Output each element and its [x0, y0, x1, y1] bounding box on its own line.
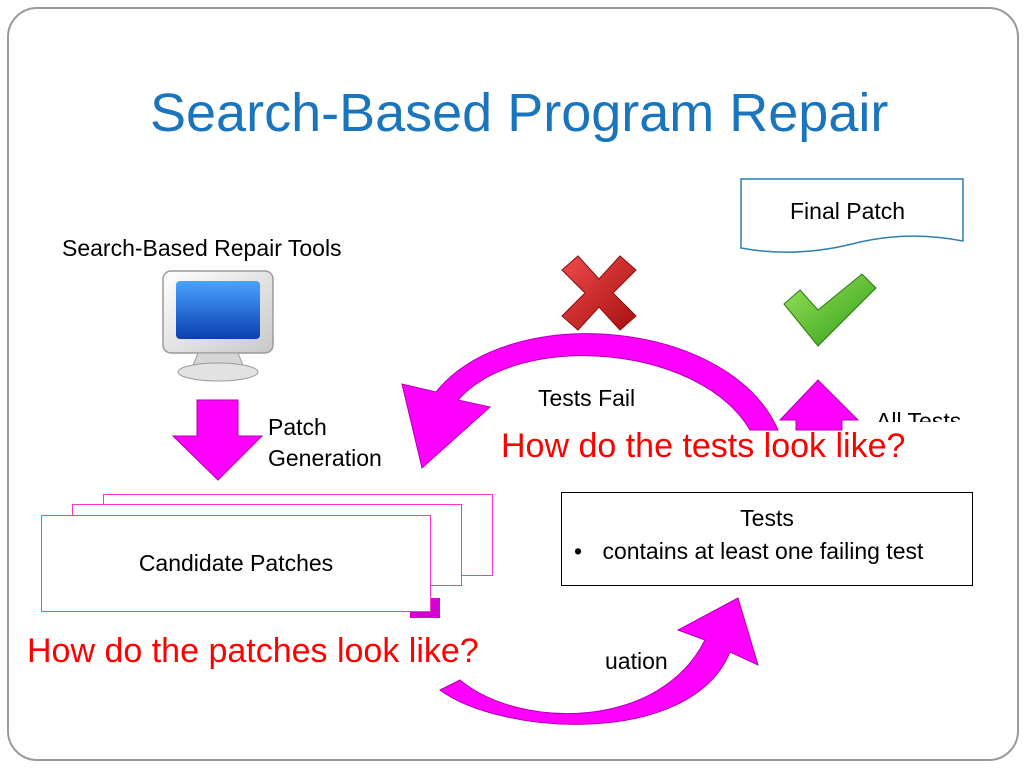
tests-box-header: Tests	[740, 505, 794, 531]
patch-generation-arrow	[171, 399, 264, 481]
monitor-icon	[162, 270, 274, 382]
candidate-patches-label: Candidate Patches	[138, 550, 334, 576]
final-patch-shape	[740, 178, 964, 253]
evaluation-arrow	[439, 597, 759, 725]
bullet: •	[574, 538, 583, 564]
tests-question: How do the tests look like?	[501, 427, 906, 465]
all-tests-arrow	[778, 379, 860, 431]
all-tests-clip: All Tests	[876, 408, 966, 422]
tests-fail-arrow	[401, 333, 779, 469]
tests-box-item: • contains at least one failing test	[562, 538, 972, 565]
evaluation-label: uation	[605, 648, 668, 674]
cross-icon	[561, 255, 637, 331]
patches-question: How do the patches look like?	[27, 632, 479, 670]
all-tests-label: All Tests	[876, 408, 962, 422]
tests-box-item-text: contains at least one failing test	[602, 538, 924, 564]
tests-fail-label: Tests Fail	[538, 385, 636, 411]
repair-tools-label: Search-Based Repair Tools	[62, 235, 342, 261]
checkmark-icon	[783, 273, 877, 347]
page-title: Search-Based Program Repair	[150, 83, 889, 143]
final-patch-label: Final Patch	[790, 198, 906, 224]
slide-frame	[7, 7, 1019, 761]
candidate-patches-card: Candidate Patches	[41, 515, 431, 612]
patch-generation-label-line2: Generation	[268, 445, 382, 471]
patch-generation-label-line1: Patch	[268, 414, 327, 440]
tests-box: Tests • contains at least one failing te…	[561, 492, 973, 586]
